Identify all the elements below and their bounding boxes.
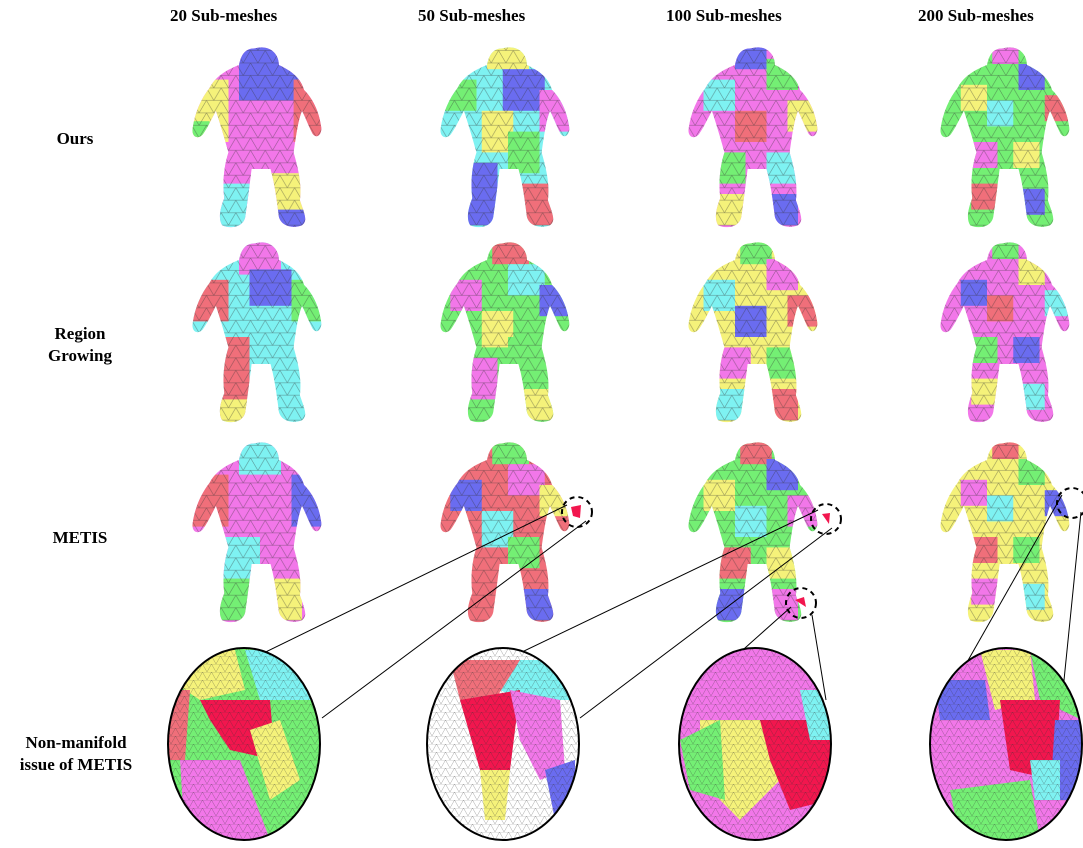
- zoom-circle-100b: [679, 648, 831, 840]
- gorilla-metis-20: [155, 433, 365, 641]
- gorilla-region-100: [651, 233, 861, 441]
- gorilla-ours-20: [155, 38, 365, 246]
- zoom-circle-100a: [427, 648, 579, 840]
- gorilla-ours-50: [403, 38, 613, 246]
- gorilla-metis-100: [651, 433, 861, 641]
- nonmanifold-mark-50: [571, 505, 581, 518]
- zoom-circle-50: [168, 648, 320, 840]
- nonmanifold-mark-100a: [822, 513, 830, 524]
- gorilla-ours-100: [651, 38, 861, 246]
- gorilla-metis-200: [903, 433, 1083, 641]
- gorilla-metis-50: [403, 433, 613, 641]
- gorilla-ours-200: [903, 38, 1083, 246]
- gorilla-region-200: [903, 233, 1083, 441]
- gorilla-region-50: [403, 233, 613, 441]
- gorilla-region-20: [155, 233, 365, 441]
- zoom-circle-200: [930, 648, 1082, 840]
